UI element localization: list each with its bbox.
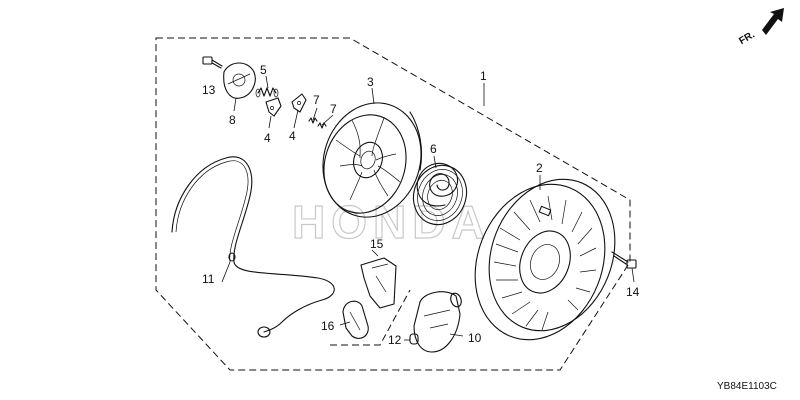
- handle-part-10: [413, 291, 462, 353]
- ratchet-plate-part-8: [223, 62, 256, 99]
- callout-16: 16: [321, 319, 335, 333]
- rope-guide-part-15: [360, 249, 397, 309]
- honda-watermark: HONDA: [292, 196, 491, 248]
- callout-14: 14: [626, 285, 640, 299]
- front-direction-arrow-icon: FR.: [737, 8, 784, 47]
- callout-8: 8: [229, 113, 236, 127]
- grip-part-16: [342, 300, 369, 339]
- drawing-code: YB84E1103C: [717, 381, 777, 392]
- callout-1: 1: [480, 69, 487, 83]
- callout-5: 5: [260, 63, 267, 77]
- callout-10: 10: [468, 331, 482, 345]
- spring-part-5: [255, 87, 279, 98]
- grip-group-outline: [330, 289, 411, 346]
- small-spring-part-7-a: [308, 117, 318, 124]
- leader-lines: [221, 75, 635, 341]
- callout-4-b: 4: [289, 129, 296, 143]
- callout-7-b: 7: [330, 102, 337, 116]
- ratchet-part-4-a: [265, 97, 282, 117]
- callout-12: 12: [388, 333, 402, 347]
- callout-13: 13: [202, 83, 216, 97]
- reel-part-3: [322, 102, 423, 218]
- callout-7-a: 7: [313, 93, 320, 107]
- callout-15: 15: [370, 237, 384, 251]
- front-direction-label: FR.: [737, 29, 757, 47]
- assembly-frame: [155, 37, 631, 371]
- bolt-part-13: [202, 56, 223, 69]
- ratchet-part-4-b: [291, 93, 307, 113]
- seal-part-12: [409, 333, 419, 345]
- starter-rope-part-11: [171, 156, 335, 338]
- recoil-spring-part-6: [412, 162, 468, 226]
- callout-11: 11: [202, 272, 215, 286]
- callout-3: 3: [367, 75, 374, 89]
- small-spring-part-7-b: [317, 122, 327, 129]
- callout-4-a: 4: [264, 131, 271, 145]
- starter-case-part-2: [474, 178, 616, 341]
- callout-6: 6: [430, 142, 437, 156]
- bolt-part-14: [611, 251, 637, 269]
- callout-2: 2: [536, 161, 543, 175]
